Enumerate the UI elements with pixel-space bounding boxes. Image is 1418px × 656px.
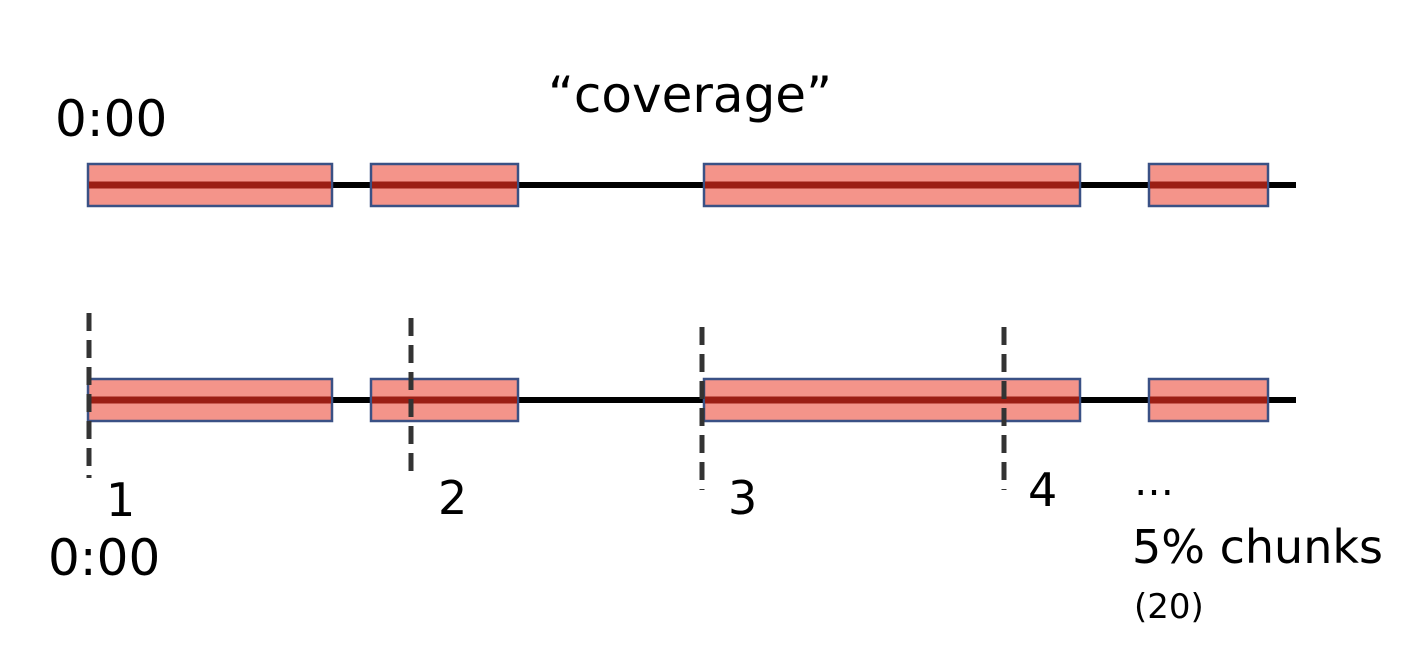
chunk-label-1: 1 [106,473,135,527]
continuation-ellipsis: … [1134,459,1174,505]
bottom-timeline: 1 2 3 4 0:00 … 5% chunks (20) [48,313,1383,627]
chunk-count-label: (20) [1134,587,1204,627]
chunk-label-3: 3 [728,471,757,525]
diagram-title: “coverage” [548,66,832,124]
chunk-label-4: 4 [1028,463,1057,517]
top-coverage-segments [86,162,1270,208]
bottom-coverage-segments [86,377,1270,423]
chunk-size-label: 5% chunks [1132,520,1383,574]
top-start-time-label: 0:00 [55,90,167,148]
chunk-boundary-markers [86,313,1007,490]
chunk-label-2: 2 [438,471,467,525]
bottom-start-time-label: 0:00 [48,529,160,587]
top-timeline: 0:00 [55,90,1296,208]
